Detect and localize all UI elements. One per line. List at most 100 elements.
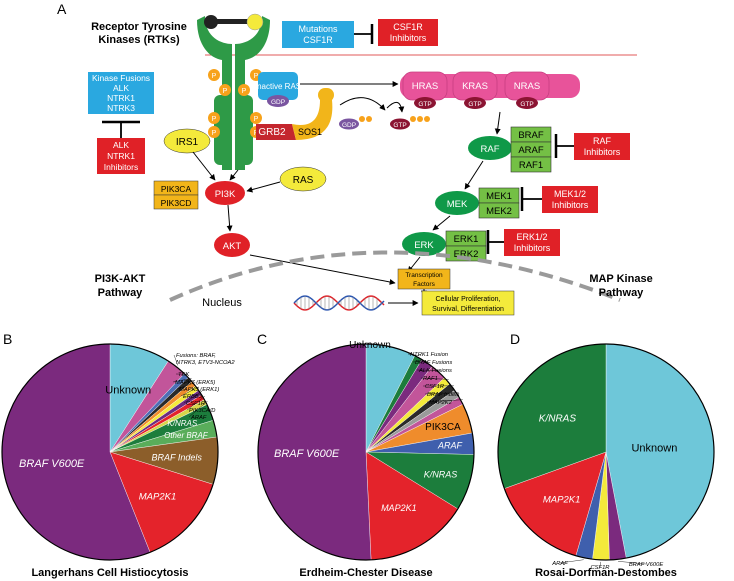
pi3k-node [205, 181, 245, 205]
cell-membrane [200, 48, 640, 56]
raf-node [468, 136, 512, 160]
grb2-label: GRB2 [258, 127, 286, 138]
raf-label: RAF [481, 144, 500, 155]
pie-slice-label: BRAF V600E [629, 562, 664, 568]
inactive-ras-box [258, 72, 298, 100]
erk-node [402, 232, 446, 256]
gtp-exchange [390, 118, 410, 130]
mapk-pathway-line2: Pathway [599, 287, 645, 299]
pie-slice-label: K/NRAS [539, 413, 577, 424]
ras-node [279, 166, 327, 192]
csf1r-inhib-line2: Inhibitors [390, 33, 427, 43]
akt-label: AKT [223, 241, 242, 252]
rtk-label-line2: Kinases (RTKs) [98, 34, 180, 46]
receptor-tyrosine-kinase [197, 13, 270, 170]
pie-slice-label: RAF1 [423, 376, 438, 382]
erk-inhib-line1: ERK1/2 [516, 232, 547, 242]
pie-slice-label: BRAF V600E [274, 448, 340, 460]
pie-slice-label: PIK3CA [425, 422, 461, 433]
mutations-line1: Mutations [298, 24, 338, 34]
pie-leader-line [173, 354, 179, 366]
mutations-line2: CSF1R [303, 35, 333, 45]
pie-title-rdd: Rosai-Dorfman-Destombes [535, 567, 677, 579]
pie-slice-label: NTRK3, ETV3-NCOA2 [176, 360, 235, 366]
csf1r-inhib-line1: CSF1R [393, 22, 423, 32]
pi3k-pathway-line1: PI3K-AKT [95, 273, 146, 285]
isoform-label: RAF1 [519, 160, 543, 171]
pie-title-lch: Langerhans Cell Histiocytosis [31, 567, 188, 579]
outcome-line1: Cellular Proliferation, [436, 296, 501, 303]
alk-inhib-line2: NTRK1 [107, 151, 135, 161]
pie-slice-label: Unknown [631, 442, 677, 454]
pie-slice-label: ARAF [190, 415, 207, 421]
pie-slice-label: Other BRAF [164, 431, 209, 440]
dna-strand-blue [293, 295, 385, 311]
phospho-label: P [254, 73, 259, 80]
phospho-label: P [212, 130, 217, 137]
isoform-label: ERK1 [454, 234, 479, 245]
pi3k-label: PI3K [215, 189, 236, 200]
pie-slice-label: BRAF Indels [152, 453, 203, 463]
phospho-label: P [254, 116, 259, 123]
erk-inhib-line2: Inhibitors [514, 243, 551, 253]
pie-leader-line [188, 400, 208, 418]
isoform-label: ARAF [518, 145, 544, 156]
irs1-label: IRS1 [176, 137, 199, 148]
pie-leader-line [186, 396, 205, 411]
gtp-badge [414, 97, 436, 109]
phospho-label: P [212, 73, 217, 80]
grb2-shape [256, 124, 296, 140]
alk-inhibitors-box [97, 138, 145, 174]
isoform-label: MEK2 [486, 206, 512, 217]
gdp-exchange-label: GDP [342, 122, 356, 129]
phospho-label: P [212, 116, 217, 123]
alk-inhib-line1: ALK [113, 140, 129, 150]
gtp-badge-label: GTP [520, 101, 533, 108]
phospho-site [208, 126, 220, 138]
pie-slice-label: Unknown [349, 340, 391, 351]
fusions-line3: NTRK1 [107, 93, 135, 103]
pie-slice-label: ERBB3 [183, 394, 203, 400]
alk-inhib-line3: Inhibitors [104, 162, 139, 172]
phospho-label: P [242, 88, 247, 95]
phospho-site [250, 112, 262, 124]
sos1-label: SOS1 [298, 127, 322, 137]
pie-leader-line [183, 391, 202, 404]
fusions-line2: ALK [113, 83, 129, 93]
raf-inhib-line1: RAF [593, 136, 612, 146]
fusions-line1: Kinase Fusions [92, 73, 150, 83]
pi3k-pathway-line2: Pathway [98, 287, 144, 299]
tf-line2: Factors [413, 281, 435, 288]
pie-leader-line [412, 361, 429, 363]
gtp-badge-label: GTP [418, 101, 431, 108]
pie-slice-label: BRAF Fusions [415, 360, 452, 366]
mek-inhib-line1: MEK1/2 [554, 189, 586, 199]
fusions-line4: NTRK3 [107, 103, 135, 113]
pie-leader-line [426, 399, 463, 403]
mek-node [435, 191, 479, 215]
phospho-site [208, 69, 220, 81]
panel-label-a: A [57, 1, 67, 17]
isoform-box-mek2 [478, 202, 520, 219]
gtp-badge-label: GTP [468, 101, 481, 108]
gdp-inactive-label: GDP [271, 99, 285, 106]
pie-slice-label: MAPK7 (ERK5) [175, 380, 215, 386]
pie-leader-line [407, 353, 420, 356]
mek-inhibitors-box [542, 186, 598, 213]
gtp-exchange-label: GTP [393, 122, 406, 129]
pie-slice-label: BRAF V600E [19, 458, 85, 470]
gdp-inactive [267, 95, 289, 107]
nucleus-label: Nucleus [202, 297, 242, 309]
pie-leader-line [618, 561, 647, 565]
pie-leader-line [176, 382, 196, 390]
isoform-label: BRAF [518, 130, 544, 141]
mek-label: MEK [447, 199, 468, 210]
phospho-site [219, 84, 231, 96]
pie-title-ecd: Erdheim-Chester Disease [299, 567, 432, 579]
pie-leader-line [172, 378, 192, 383]
